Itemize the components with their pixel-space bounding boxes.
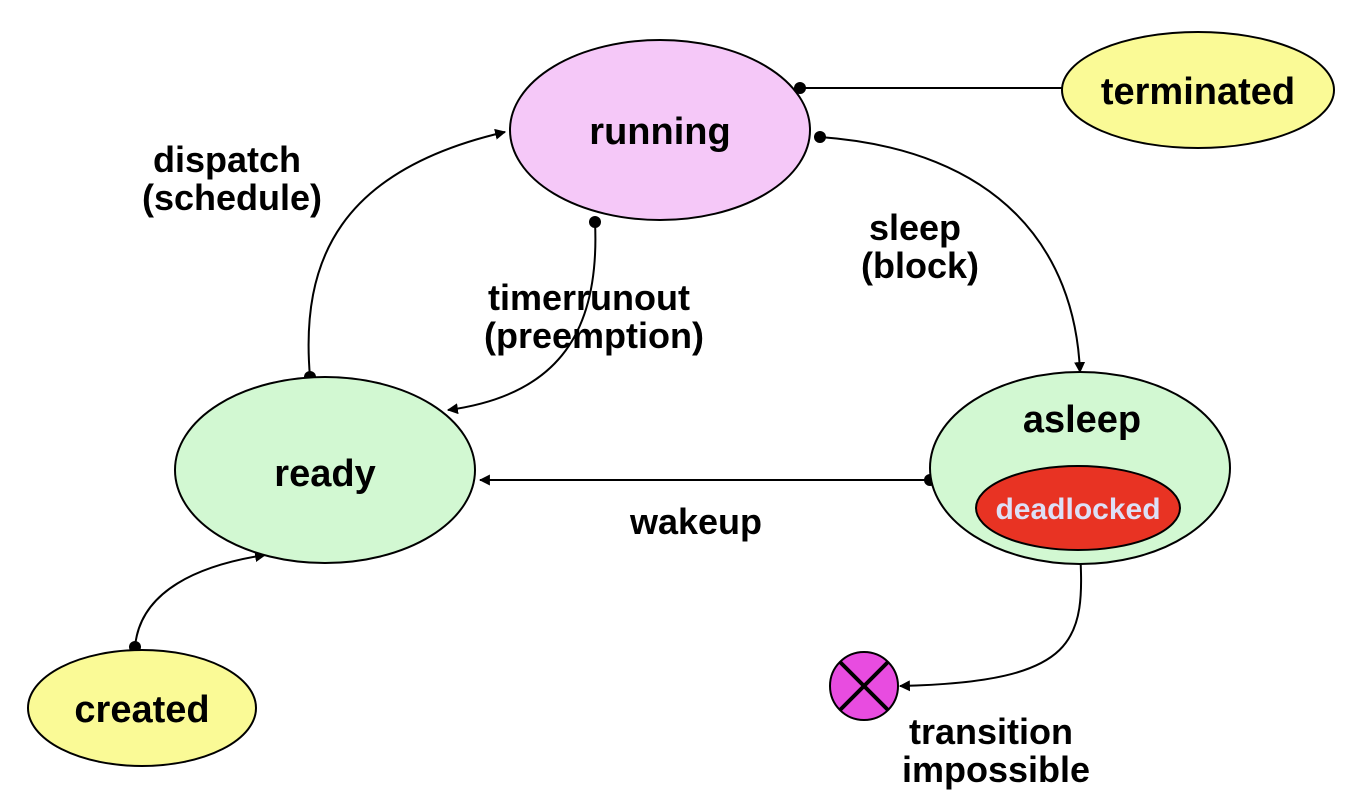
- edge-timerrunout-origin-dot: [589, 216, 601, 228]
- label-wakeup: wakeup: [629, 501, 762, 542]
- state-ready: ready: [174, 376, 476, 564]
- label-sleep-line-2: (block): [861, 245, 979, 286]
- state-ready-label: ready: [274, 453, 375, 495]
- label-impossible-line-1: transition: [909, 711, 1073, 752]
- state-running-label: running: [589, 111, 730, 153]
- state-running: running: [509, 39, 811, 221]
- edge-created-ready: [134, 551, 267, 648]
- state-running-shape: [509, 39, 811, 221]
- state-created-shape: [27, 649, 257, 767]
- label-sleep: sleep (block): [861, 207, 979, 286]
- state-terminated-shape: [1061, 31, 1335, 149]
- state-created: created: [27, 649, 257, 767]
- label-dispatch: dispatch (schedule): [142, 139, 322, 218]
- state-terminated: terminated: [1061, 31, 1335, 149]
- label-sleep-line-1: sleep: [869, 207, 961, 248]
- circled-x-icon: [829, 651, 899, 721]
- circled-x-icon-stroke-b: [838, 660, 890, 712]
- state-ready-shape: [174, 376, 476, 564]
- edge-timerrunout: [446, 221, 597, 415]
- edge-impossible: [898, 548, 1083, 692]
- label-impossible: transition impossible: [902, 711, 1090, 790]
- edge-sleep: [819, 136, 1086, 374]
- edge-dispatch: [307, 128, 507, 378]
- state-deadlocked-shape: [975, 465, 1181, 551]
- state-deadlocked-label: deadlocked: [995, 493, 1160, 526]
- label-timerrunout-line-1: timerrunout: [488, 277, 690, 318]
- label-dispatch-line-1: dispatch: [153, 139, 301, 180]
- edge-running-terminated-origin-dot: [794, 82, 806, 94]
- label-dispatch-line-2: (schedule): [142, 177, 322, 218]
- state-created-label: created: [74, 689, 209, 731]
- state-asleep-label: asleep: [1023, 399, 1141, 441]
- label-impossible-line-2: impossible: [902, 749, 1090, 790]
- state-deadlocked: deadlocked: [975, 465, 1181, 551]
- edge-sleep-origin-dot: [814, 131, 826, 143]
- state-terminated-label: terminated: [1101, 71, 1295, 113]
- label-timerrunout: timerrunout (preemption): [484, 277, 704, 356]
- label-timerrunout-line-2: (preemption): [484, 315, 704, 356]
